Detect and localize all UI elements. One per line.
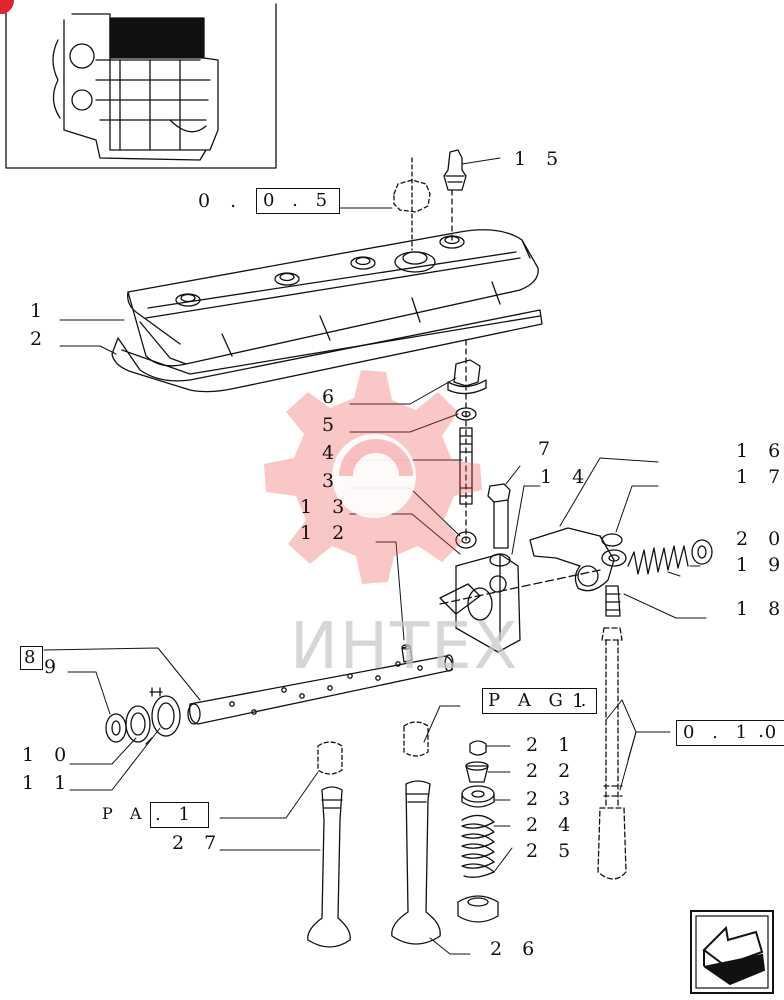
watermark-logo [264,370,482,584]
callout-26: 2 6 [490,938,542,960]
rocker-cover [127,229,539,367]
cover-washer [455,407,477,421]
callout-2: 2 [30,328,50,350]
callout-7: 7 [538,438,558,460]
rocker-cover-gasket [111,309,543,393]
engine-thumbnail-icon [5,3,277,169]
callout-20: 2 0 [736,528,784,550]
spring-retainer [461,785,495,808]
adjusting-screw [605,585,621,617]
callout-11: 1 1 [22,772,74,794]
bracket-bolt [487,483,511,567]
callout-5: 5 [322,414,342,436]
intake-valve [391,721,441,945]
stud-nut [455,531,477,549]
red-corner-mark-icon [0,0,14,14]
rocker-arm [529,527,627,592]
stud [459,427,473,505]
push-rod [597,627,627,880]
callout-17: 1 7 [736,466,784,488]
callout-24: 2 4 [526,814,578,836]
callout-8-box: 8 [20,646,44,670]
callout-10: 1 0 [22,744,74,766]
ref-0305-prefix: 0 . 3 [198,190,276,212]
valve-spring [461,814,495,878]
rocker-spring [627,545,689,575]
valve-cap [465,761,489,783]
callout-6: 6 [322,386,342,408]
cover-screw [447,339,487,541]
exhaust-valve [307,741,351,948]
oil-filler-cap [393,157,431,251]
callout-23: 2 3 [526,788,578,810]
callout-4: 4 [322,442,342,464]
callout-25: 2 5 [526,840,578,862]
callout-16: 1 6 [736,440,784,462]
spring-seat [457,895,499,923]
callout-3: 3 [322,470,342,492]
callout-21: 2 1 [526,734,578,756]
ref-0010-suffix: . [758,720,772,742]
ref-0010-link[interactable]: 0 . 1 0 [676,720,784,746]
watermark-text: ИНТЕХ [290,610,520,684]
breather-fitting [443,149,467,241]
callout-1: 1 [30,300,50,322]
callout-9: 9 [44,656,64,678]
ref-pag-upper-page: 1 [572,690,592,712]
ref-pag-upper-link[interactable]: P A G . [482,688,598,714]
callout-27: 2 7 [172,832,224,854]
callout-12: 1 2 [300,522,352,544]
shaft-axis [439,569,601,605]
callout-13: 1 3 [300,496,352,518]
shaft-washer [105,687,181,745]
ref-pag-lower-link[interactable]: . 1 [150,802,209,828]
callout-15: 1 5 [514,148,566,170]
circlip [691,539,713,565]
shaft-plug [401,644,413,663]
callout-18: 1 8 [736,598,784,620]
callout-14: 1 4 [540,466,592,488]
valve-cotter [469,740,487,756]
rocker-shaft [187,654,454,725]
callout-19: 1 9 [736,554,784,576]
callout-22: 2 2 [526,760,578,782]
ref-0305-link[interactable]: 0 . 5 [256,188,341,214]
next-page-arrow-icon[interactable] [690,910,774,994]
